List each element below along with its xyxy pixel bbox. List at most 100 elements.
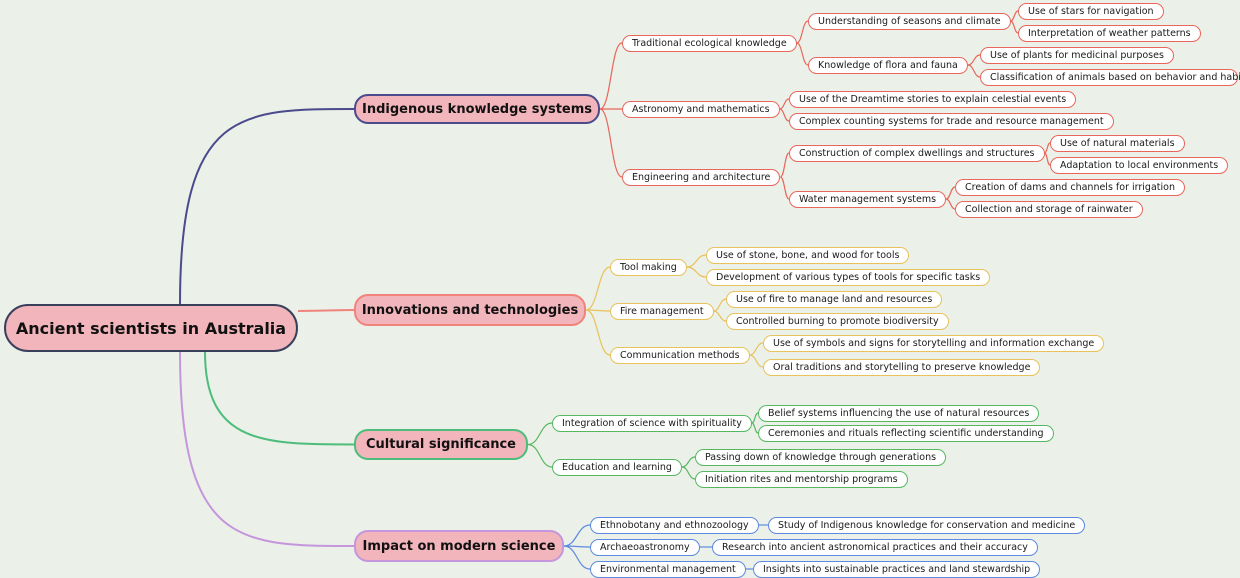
node-label: Knowledge of flora and fauna xyxy=(818,59,958,71)
connector-l3 xyxy=(945,198,956,210)
node-use-of-fire-to-manage-land-and-resources[interactable]: Use of fire to manage land and resources xyxy=(726,290,943,308)
node-label: Use of natural materials xyxy=(1060,137,1175,149)
connector-l3 xyxy=(967,64,981,78)
connector-l3 xyxy=(945,186,956,200)
node-label: Passing down of knowledge through genera… xyxy=(705,451,937,463)
node-label: Ethnobotany and ethnozoology xyxy=(600,519,749,531)
node-complex-counting-systems-for-trade-and-resource-management[interactable]: Complex counting systems for trade and r… xyxy=(789,112,1114,130)
node-use-of-the-dreamtime-stories-to-explain-celestial-events[interactable]: Use of the Dreamtime stories to explain … xyxy=(789,90,1077,108)
node-label: Research into ancient astronomical pract… xyxy=(722,541,1028,553)
node-traditional-ecological-knowledge[interactable]: Traditional ecological knowledge xyxy=(622,34,797,52)
branch-indigenous-knowledge-systems[interactable]: Indigenous knowledge systems xyxy=(354,94,600,124)
node-use-of-natural-materials[interactable]: Use of natural materials xyxy=(1050,134,1185,152)
connector-l1 xyxy=(527,443,553,468)
connector-l1 xyxy=(527,422,553,446)
node-use-of-stars-for-navigation[interactable]: Use of stars for navigation xyxy=(1018,2,1164,20)
node-passing-down-of-knowledge-through-generations[interactable]: Passing down of knowledge through genera… xyxy=(695,448,947,466)
node-study-of-indigenous-knowledge-for-conservation-and-medicine[interactable]: Study of Indigenous knowledge for conser… xyxy=(768,516,1086,534)
connector-l2 xyxy=(779,98,790,110)
connector-l1 xyxy=(599,42,623,110)
node-label: Environmental management xyxy=(600,563,736,575)
node-label: Education and learning xyxy=(562,461,672,473)
connector-l2 xyxy=(681,466,696,480)
connector-l2 xyxy=(796,20,809,44)
node-label: Cultural significance xyxy=(366,437,516,452)
node-understanding-of-seasons-and-climate[interactable]: Understanding of seasons and climate xyxy=(808,12,1011,30)
connector-l1 xyxy=(599,108,623,178)
node-label: Classification of animals based on behav… xyxy=(990,71,1240,83)
node-adaptation-to-local-environments[interactable]: Adaptation to local environments xyxy=(1050,156,1229,174)
node-label: Use of stone, bone, and wood for tools xyxy=(716,249,900,261)
node-label: Initiation rites and mentorship programs xyxy=(705,473,898,485)
node-label: Development of various types of tools fo… xyxy=(716,271,981,283)
node-label: Understanding of seasons and climate xyxy=(818,15,1001,27)
node-label: Tool making xyxy=(620,261,677,273)
root-node[interactable]: Ancient scientists in Australia xyxy=(4,304,298,352)
node-creation-of-dams-and-channels-for-irrigation[interactable]: Creation of dams and channels for irriga… xyxy=(955,178,1185,196)
branch-cultural-significance[interactable]: Cultural significance xyxy=(354,429,528,460)
node-insights-into-sustainable-practices-and-land-stewardship[interactable]: Insights into sustainable practices and … xyxy=(753,560,1041,578)
connector-branch-1 xyxy=(297,309,355,312)
node-education-and-learning[interactable]: Education and learning xyxy=(552,458,682,476)
connector-l2 xyxy=(751,422,759,434)
node-classification-of-animals-based-on-behavior-and-habitat[interactable]: Classification of animals based on behav… xyxy=(980,68,1240,86)
node-engineering-and-architecture[interactable]: Engineering and architecture xyxy=(622,168,781,186)
node-label: Impact on modern science xyxy=(362,538,556,554)
branch-innovations-and-technologies[interactable]: Innovations and technologies xyxy=(354,294,586,326)
connector-l3 xyxy=(1010,20,1019,34)
node-oral-traditions-and-storytelling-to-preserve-knowledge[interactable]: Oral traditions and storytelling to pres… xyxy=(763,358,1041,376)
node-label: Use of the Dreamtime stories to explain … xyxy=(799,93,1067,105)
node-label: Integration of science with spirituality xyxy=(562,417,742,429)
node-label: Water management systems xyxy=(799,193,937,205)
node-ethnobotany-and-ethnozoology[interactable]: Ethnobotany and ethnozoology xyxy=(590,516,759,534)
node-use-of-symbols-and-signs-for-storytelling-and-information-exchange[interactable]: Use of symbols and signs for storytellin… xyxy=(763,334,1105,352)
node-interpretation-of-weather-patterns[interactable]: Interpretation of weather patterns xyxy=(1018,24,1201,42)
node-use-of-stone-bone-and-wood-for-tools[interactable]: Use of stone, bone, and wood for tools xyxy=(706,246,910,264)
node-construction-of-complex-dwellings-and-structures[interactable]: Construction of complex dwellings and st… xyxy=(789,144,1045,162)
node-label: Communication methods xyxy=(620,349,740,361)
node-ceremonies-and-rituals-reflecting-scientific-understanding[interactable]: Ceremonies and rituals reflecting scient… xyxy=(758,424,1054,442)
node-use-of-plants-for-medicinal-purposes[interactable]: Use of plants for medicinal purposes xyxy=(980,46,1174,64)
node-fire-management[interactable]: Fire management xyxy=(610,302,714,320)
node-tool-making[interactable]: Tool making xyxy=(610,258,687,276)
node-knowledge-of-flora-and-fauna[interactable]: Knowledge of flora and fauna xyxy=(808,56,968,74)
node-controlled-burning-to-promote-biodiversity[interactable]: Controlled burning to promote biodiversi… xyxy=(726,312,949,330)
node-label: Oral traditions and storytelling to pres… xyxy=(773,361,1031,373)
node-label: Study of Indigenous knowledge for conser… xyxy=(778,519,1076,531)
node-belief-systems-influencing-the-use-of-natural-resources[interactable]: Belief systems influencing the use of na… xyxy=(758,404,1040,422)
connector-l2 xyxy=(686,254,707,268)
node-development-of-various-types-of-tools-for-specific-tasks[interactable]: Development of various types of tools fo… xyxy=(706,268,991,286)
connector-l2 xyxy=(796,42,809,66)
node-label: Complex counting systems for trade and r… xyxy=(799,115,1104,127)
node-label: Astronomy and mathematics xyxy=(632,103,770,115)
node-research-into-ancient-astronomical-practices-and-their-accuracy[interactable]: Research into ancient astronomical pract… xyxy=(712,538,1038,556)
node-label: Creation of dams and channels for irriga… xyxy=(965,181,1175,193)
node-label: Ceremonies and rituals reflecting scient… xyxy=(768,427,1044,439)
node-label: Adaptation to local environments xyxy=(1060,159,1219,171)
node-integration-of-science-with-spirituality[interactable]: Integration of science with spirituality xyxy=(552,414,752,432)
connector-l3 xyxy=(967,54,981,66)
node-label: Use of symbols and signs for storytellin… xyxy=(773,337,1095,349)
node-communication-methods[interactable]: Communication methods xyxy=(610,346,750,364)
node-label: Collection and storage of rainwater xyxy=(965,203,1133,215)
node-label: Use of plants for medicinal purposes xyxy=(990,49,1164,61)
node-environmental-management[interactable]: Environmental management xyxy=(590,560,746,578)
connector-l1 xyxy=(585,309,611,356)
connector-l2 xyxy=(779,108,790,122)
connector-l1 xyxy=(563,524,591,547)
node-archaeoastronomy[interactable]: Archaeoastronomy xyxy=(590,538,700,556)
node-astronomy-and-mathematics[interactable]: Astronomy and mathematics xyxy=(622,100,780,118)
node-water-management-systems[interactable]: Water management systems xyxy=(789,190,947,208)
branch-impact-on-modern-science[interactable]: Impact on modern science xyxy=(354,530,564,562)
connector-l1 xyxy=(585,309,611,312)
node-initiation-rites-and-mentorship-programs[interactable]: Initiation rites and mentorship programs xyxy=(695,470,908,488)
connector-l2 xyxy=(780,152,790,178)
connector-l1 xyxy=(563,545,591,570)
connector-l1 xyxy=(585,266,611,311)
connector-branch-3 xyxy=(179,351,355,547)
node-label: Indigenous knowledge systems xyxy=(362,101,593,117)
node-collection-and-storage-of-rainwater[interactable]: Collection and storage of rainwater xyxy=(955,200,1143,218)
connector-l2 xyxy=(749,354,764,368)
node-label: Use of fire to manage land and resources xyxy=(736,293,933,305)
